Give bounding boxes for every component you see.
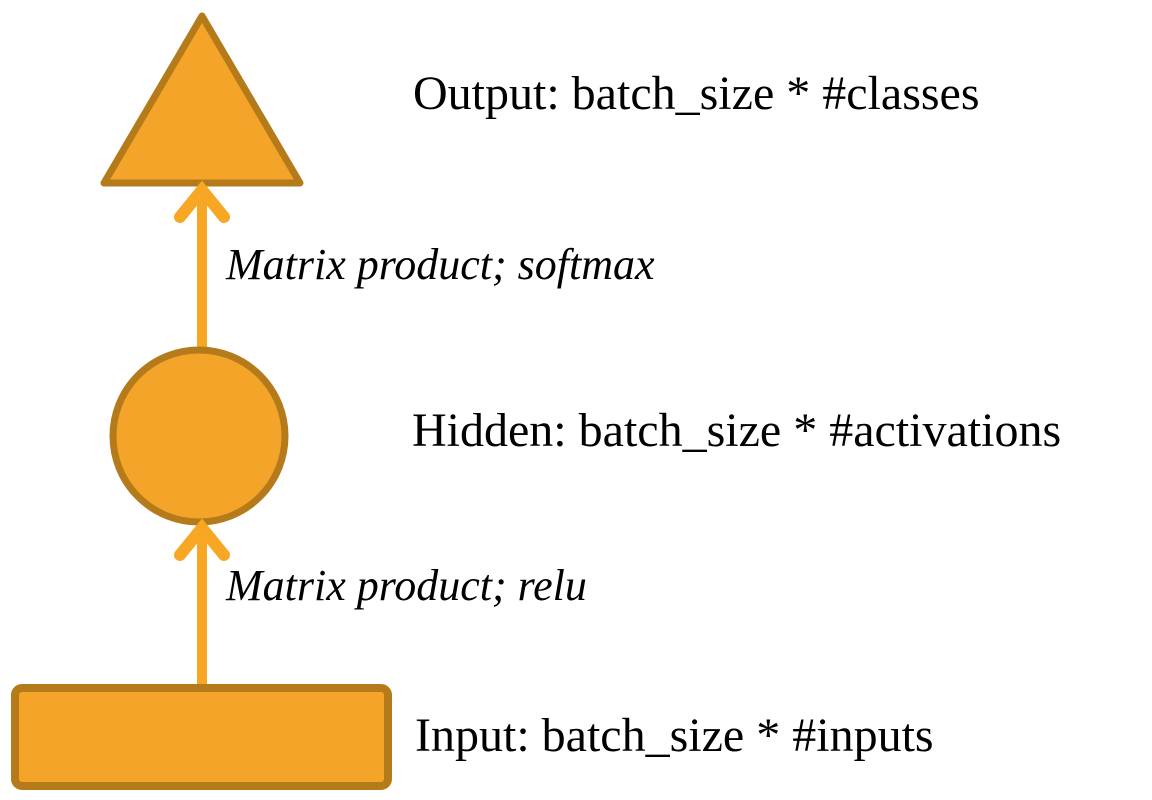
arrowhead: [174, 518, 230, 561]
input-node-label: Input: batch_size * #inputs: [415, 709, 934, 762]
arrow-input-to-hidden: [174, 518, 230, 687]
input-node-rectangle: [11, 684, 392, 790]
arrowhead: [174, 180, 230, 223]
arrow-hidden-to-output: [174, 180, 230, 349]
output-node-triangle: [100, 12, 304, 187]
hidden-node-circle: [109, 346, 289, 526]
edge-label-relu: Matrix product; relu: [226, 561, 587, 610]
hidden-node-label: Hidden: batch_size * #activations: [412, 404, 1062, 457]
edge-label-softmax: Matrix product; softmax: [226, 240, 655, 289]
output-node-label: Output: batch_size * #classes: [413, 67, 980, 120]
